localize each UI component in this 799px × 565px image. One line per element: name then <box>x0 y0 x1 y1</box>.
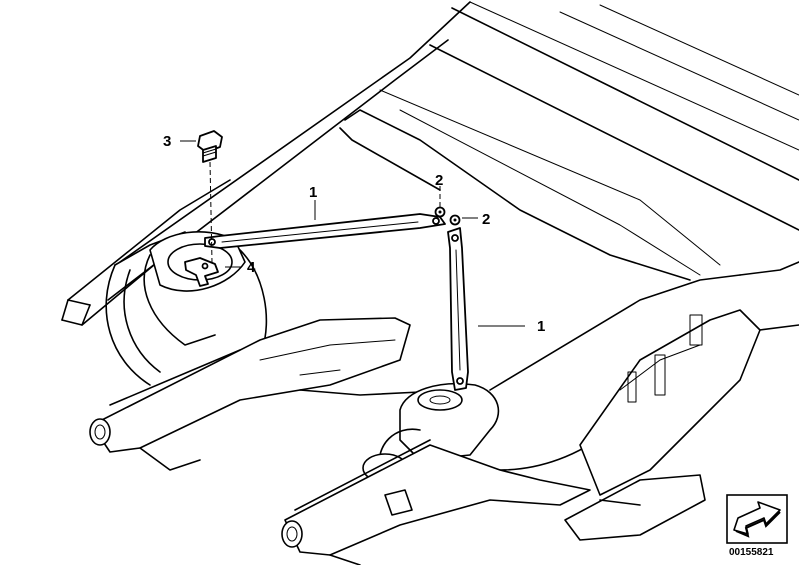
reference-code: 00155821 <box>729 547 774 558</box>
callout-2-upper: 2 <box>435 172 443 189</box>
nut-right <box>449 214 461 226</box>
hex-bolt <box>197 130 223 163</box>
callout-1-upper: 1 <box>309 184 317 201</box>
callout-1-lower: 1 <box>537 318 545 335</box>
vehicle-front-body <box>61 1 799 565</box>
callout-3: 3 <box>163 133 171 150</box>
direction-arrow-icon <box>726 494 788 544</box>
strut-brace-upper <box>204 213 446 249</box>
mounting-bracket <box>184 257 219 287</box>
nut-upper <box>434 206 446 218</box>
strut-brace-lower <box>447 227 469 391</box>
assembly-line-bolt <box>209 161 213 263</box>
callout-2-right: 2 <box>482 211 490 228</box>
callout-4: 4 <box>247 259 256 276</box>
